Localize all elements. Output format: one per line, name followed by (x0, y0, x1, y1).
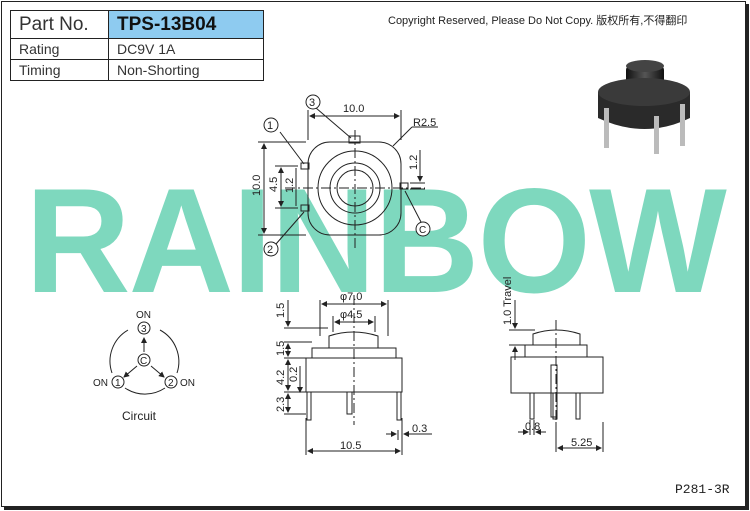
circuit-t3: 3 (141, 324, 147, 335)
dim-105: 10.5 (340, 440, 361, 452)
dim-tab-right: 1.2 (408, 155, 420, 170)
dim-525: 5.25 (571, 437, 592, 449)
dim-15a: 1.5 (275, 303, 287, 318)
circuit-tc: C (140, 356, 147, 367)
terminal-3-callout (305, 94, 321, 110)
dim-d7: φ7.0 (340, 291, 362, 303)
front-view-labels: φ7.0 φ4.5 1.5 1.5 4.2 0.2 2.3 10.5 0.3 (275, 291, 427, 452)
timing-value: Non-Shorting (108, 59, 264, 81)
dim-spacing: 4.5 (268, 177, 280, 192)
part-number-label: Part No. (10, 10, 109, 39)
top-view (258, 107, 438, 250)
dim-03: 0.3 (412, 423, 427, 435)
dim-radius: R2.5 (413, 117, 436, 129)
rainbow-watermark: RAINBOW (25, 157, 727, 324)
dim-travel: 1.0 Travel (502, 277, 514, 325)
copyright-notice: Copyright Reserved, Please Do Not Copy. … (388, 15, 688, 27)
terminal-2-callout (263, 241, 279, 257)
rating-value: DC9V 1A (108, 38, 264, 60)
terminal-c-label: C (419, 225, 426, 236)
circuit-on-left: ON (93, 378, 108, 389)
terminal-c-callout (415, 221, 431, 237)
circuit-t2: 2 (168, 378, 174, 389)
circuit-on-top: ON (136, 310, 151, 321)
circuit-t1: 1 (115, 378, 121, 389)
frame-shadow-bottom (4, 507, 749, 510)
dim-42: 4.2 (275, 370, 287, 385)
part-number-value: TPS-13B04 (108, 10, 264, 39)
side-view (509, 300, 604, 452)
switch-photo (598, 60, 690, 154)
dim-d45: φ4.5 (340, 309, 362, 321)
circuit-on-right: ON (180, 378, 195, 389)
terminal-1-label: 1 (267, 120, 273, 132)
front-view (284, 295, 432, 455)
side-view-labels: 1.0 Travel 0.8 5.25 (502, 277, 592, 449)
dim-tab-left: 1.2 (284, 178, 296, 193)
top-view-labels: 10.0 R2.5 10.0 4.5 1.2 1.2 1 2 3 C (251, 94, 436, 257)
spec-table: Part No. TPS-13B04 Rating DC9V 1A Timing… (10, 10, 264, 81)
terminal-3-label: 3 (309, 97, 315, 109)
dim-23: 2.3 (275, 397, 287, 412)
dim-02: 0.2 (288, 367, 300, 382)
circuit-labels: ON 3 C 1 2 ON ON Circuit (93, 310, 195, 423)
timing-label: Timing (10, 59, 109, 81)
document-code: P281-3R (675, 482, 730, 497)
frame-shadow-right (746, 4, 749, 510)
circuit-diagram (109, 329, 180, 395)
dim-width: 10.0 (343, 103, 364, 115)
dim-15b: 1.5 (275, 341, 287, 356)
terminal-2-label: 2 (267, 244, 273, 256)
circuit-label: Circuit (122, 409, 157, 423)
dim-08: 0.8 (525, 421, 540, 433)
rating-label: Rating (10, 38, 109, 60)
dim-height: 10.0 (251, 175, 263, 196)
terminal-1-callout (263, 117, 279, 133)
